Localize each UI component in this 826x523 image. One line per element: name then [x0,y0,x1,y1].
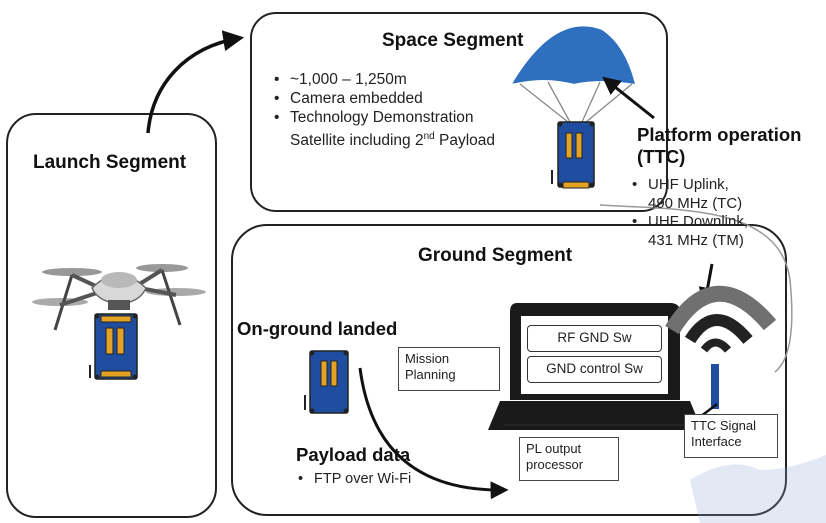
parachute-icon [511,26,635,123]
background-map [690,455,826,523]
ftp-bullet: FTP over Wi-Fi [296,470,411,489]
wifi-icon [665,285,777,421]
mission-planning-box: Mission Planning [398,347,500,391]
cubesat-space-icon [551,121,595,189]
cubesat-landed-icon [304,350,349,414]
space-bullet-altitude: ~1,000 – 1,250m [272,70,495,89]
pl-output-processor-box: PL output processor [519,437,619,481]
rf-gnd-sw-box: RF GND Sw [527,325,662,352]
platform-bullets: UHF Uplink,490 MHz (TC) UHF Downlink,431… [630,176,748,250]
downlink-bullet: UHF Downlink,431 MHz (TM) [630,213,748,250]
payload-data-title: Payload data [296,444,411,465]
space-bullet-camera: Camera embedded [272,89,495,108]
arrow-to-platform [602,76,655,120]
drone-icon [32,264,206,331]
space-bullets: ~1,000 – 1,250m Camera embedded Technolo… [272,70,495,150]
space-bullet-tech-demo: Technology Demonstration Satellite inclu… [272,108,495,150]
arrow-launch-to-space [146,30,245,134]
platform-operation-title: Platform operation (TTC) [637,124,802,167]
launch-segment-title: Launch Segment [33,152,187,173]
arrow-landed-to-pl [358,367,509,500]
on-ground-landed-label: On-ground landed [237,318,398,339]
ground-segment-title: Ground Segment [418,245,573,266]
space-segment-title: Space Segment [382,30,524,51]
cubesat-launch-icon [89,313,138,380]
uplink-bullet: UHF Uplink,490 MHz (TC) [630,176,748,213]
ttc-signal-interface-box: TTC Signal Interface [684,414,778,458]
gnd-control-sw-box: GND control Sw [527,356,662,383]
payload-bullets: FTP over Wi-Fi [296,470,411,489]
